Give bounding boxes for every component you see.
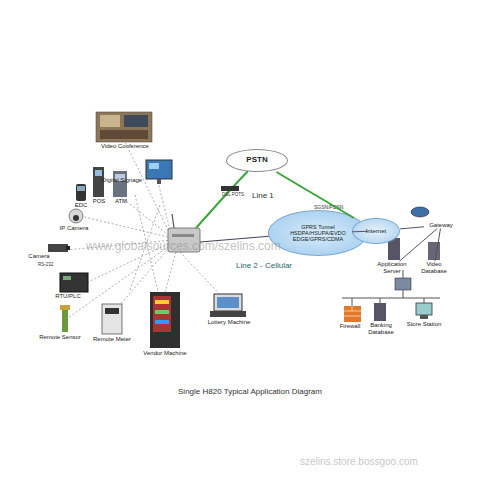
- remote-sensor-icon: [62, 309, 68, 332]
- gateway-router-icon: [411, 207, 429, 217]
- remote-sensor-head: [60, 305, 70, 310]
- device-label: EDC: [70, 202, 92, 209]
- node-text: POS: [88, 198, 110, 205]
- vendor-machine-goods: [155, 310, 169, 314]
- node-text: Lottery Machine: [206, 319, 252, 326]
- node-text: Application Server: [372, 261, 412, 274]
- node-text: Video Conference: [92, 143, 158, 150]
- node-text: EDC: [70, 202, 92, 209]
- dsl-modem-icon: [221, 186, 239, 191]
- device-label: ATM: [110, 198, 132, 205]
- vendor-machine-goods: [155, 300, 169, 304]
- device-label: IP Camera: [54, 225, 94, 232]
- device-label: Firewall: [334, 323, 366, 330]
- remote-meter-display: [105, 308, 119, 314]
- device-label: Banking Database: [362, 322, 400, 335]
- device-label: RTU/PLC: [50, 293, 86, 300]
- node-text: Gateway: [424, 222, 458, 229]
- lan-bus: [342, 297, 440, 298]
- device-label: Store Station: [404, 321, 444, 328]
- node-text: Firewall: [334, 323, 366, 330]
- drop-wire: [380, 298, 381, 303]
- pos-screen: [95, 170, 102, 176]
- node-text: ATM: [110, 198, 132, 205]
- store-station-stand: [420, 315, 428, 319]
- node-text: EDGE/GPRS/CDMA: [293, 236, 343, 242]
- network-link: [435, 229, 440, 261]
- firewall-icon: [344, 306, 361, 322]
- camera-lens: [66, 246, 70, 250]
- remote-meter-icon: [102, 304, 122, 334]
- lan-switch-icon: [395, 278, 411, 290]
- device-label: Remote Sensor: [38, 334, 82, 341]
- store-station-icon: [416, 303, 432, 315]
- watermark: szelins.store.bossgoo.com: [300, 456, 418, 467]
- port-label: RS-232: [38, 263, 53, 268]
- video-conference-icon: [96, 112, 152, 142]
- ip-camera-lens: [73, 215, 79, 221]
- internet-cloud: Internet: [352, 218, 400, 244]
- watermark: www.globalsources.com/szelins.com: [86, 240, 281, 253]
- edc-screen: [77, 186, 85, 191]
- drop-wire: [352, 298, 353, 306]
- node-text: Camera: [24, 253, 54, 260]
- node-text: Banking Database: [362, 322, 400, 335]
- node-text: Digital Signage: [96, 177, 148, 184]
- device-label: Video Database: [414, 261, 454, 274]
- rtu-plc-detail: [63, 276, 71, 280]
- node-text: PSTN: [246, 156, 267, 165]
- lottery-machine-icon: [214, 294, 242, 311]
- vendor-machine-goods: [155, 320, 169, 324]
- lottery-machine-base: [210, 311, 246, 317]
- line1-wire: [196, 171, 248, 228]
- device-label: Vendor Machine: [138, 350, 192, 357]
- lottery-machine-screen: [217, 297, 239, 308]
- caption: Single H820 Typical Application Diagram: [0, 388, 500, 397]
- vendor-machine-window: [153, 296, 171, 332]
- atm-icon: [113, 171, 127, 197]
- device-label: Lottery Machine: [206, 319, 252, 326]
- wireless-links: [66, 142, 225, 318]
- line-label: Line 1: [252, 192, 274, 201]
- vendor-machine-icon: [150, 292, 180, 348]
- device-label: Camera: [24, 253, 54, 260]
- network-link: [400, 229, 438, 261]
- node-text: Remote Meter: [90, 336, 134, 343]
- device-label: Video Conference: [92, 143, 158, 150]
- ip-camera-icon: [69, 209, 83, 223]
- node-text: Store Station: [404, 321, 444, 328]
- line-label: Line 2 - Cellular: [236, 262, 292, 271]
- node-text: Video Database: [414, 261, 454, 274]
- node-text: Vendor Machine: [138, 350, 192, 357]
- rtu-plc-icon: [60, 273, 88, 292]
- banking-database-icon: [374, 303, 386, 321]
- node-tag: SGSN/PDSN: [314, 205, 343, 211]
- camera-icon: [48, 244, 68, 252]
- node-text: IP Camera: [54, 225, 94, 232]
- network-link: [400, 227, 424, 229]
- node-text: HSDPA/HSUPA/EVDO: [290, 230, 346, 236]
- port-label: DSL POTS: [222, 193, 244, 198]
- drop-wire: [424, 298, 425, 303]
- pstn-cloud: PSTN: [226, 149, 288, 172]
- video-database-icon: [428, 242, 440, 260]
- digital-signage-icon: [146, 160, 172, 184]
- edc-icon: [76, 184, 86, 201]
- device-label: Application Server: [372, 261, 412, 274]
- device-label: POS: [88, 198, 110, 205]
- node-text: GPRS Tunnel: [301, 224, 335, 230]
- node-text: RTU/PLC: [50, 293, 86, 300]
- device-label: Remote Meter: [90, 336, 134, 343]
- node-text: Remote Sensor: [38, 334, 82, 341]
- device-label: Digital Signage: [96, 177, 148, 184]
- device-label: Gateway: [424, 222, 458, 229]
- node-text: Internet: [366, 228, 386, 235]
